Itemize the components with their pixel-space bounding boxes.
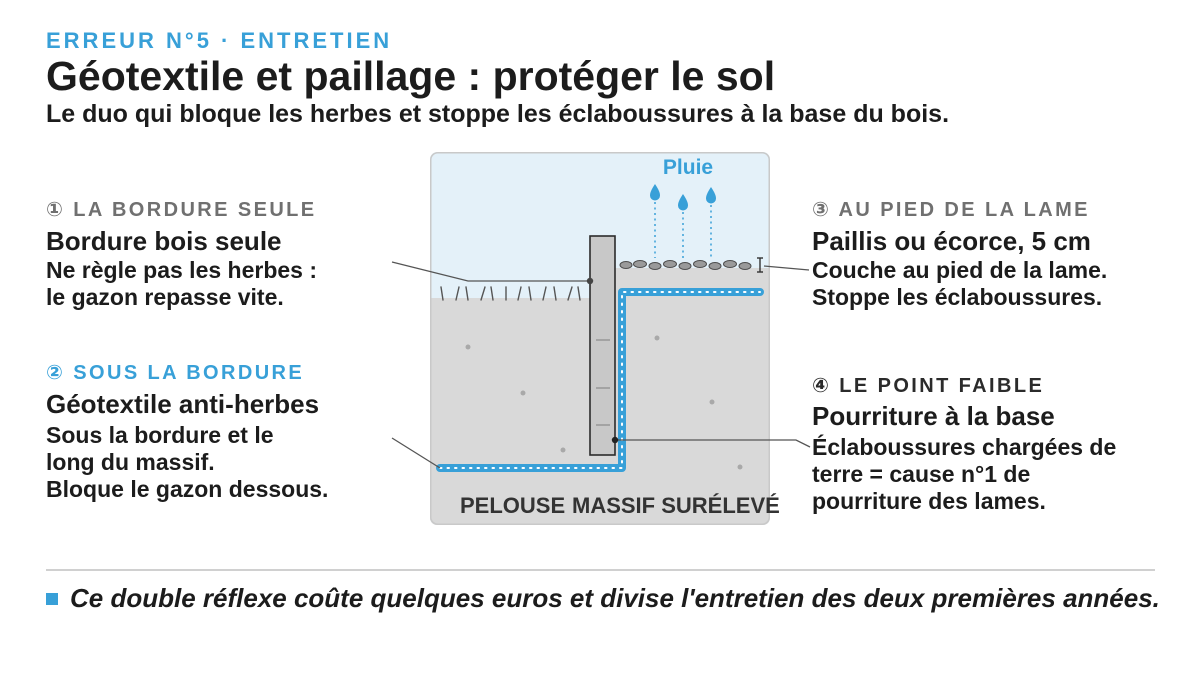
mulch-pebble [663,260,677,268]
grass-blade [542,286,547,301]
grass-blade [577,286,581,301]
soil-particle [737,464,743,470]
grass-blade [490,286,494,301]
soil-particle [520,390,526,396]
grass-blade [455,286,460,301]
raindrop-icon [678,194,688,211]
geotextile-dots [439,291,761,469]
callout-border-alone-text: Ne règle pas les herbes : le gazon repas… [46,257,317,311]
lawn-grass [440,286,581,301]
leader-lines [391,257,811,469]
leader-at-foot [763,265,810,271]
footer-divider [46,569,1155,571]
callout-line: Éclaboussures chargées de [812,434,1117,460]
page-title: Géotextile et paillage : protéger le sol [46,53,776,99]
callout-border-alone-heading: Bordure bois seule [46,226,282,256]
callout-line: Ne règle pas les herbes : [46,257,318,283]
geotextile-membrane [436,288,764,472]
leader-border-alone [391,261,590,282]
mulch-pebble [619,261,633,269]
callout-line: Stoppe les éclaboussures. [812,284,1103,310]
callout-weak-point-label: ④ LE POINT FAIBLE [812,375,1045,397]
leader-weak-point [615,439,811,448]
raised-bed-label: MASSIF SURÉLEVÉ [572,493,780,518]
soil-particles [465,335,743,470]
soil-particle [654,335,660,341]
footer-note: Ce double réflexe coûte quelques euros e… [70,583,1160,613]
soil-particle [560,447,566,453]
grass-blade [480,286,486,301]
callout-line: Couche au pied de la lame. [812,257,1108,283]
callout-line: Sous la bordure et le [46,422,274,448]
mulch-pebble [708,262,722,270]
mulch-layer [619,260,752,270]
mulch-pebble [678,262,692,270]
grass-blade [465,286,469,301]
soil-particle [465,344,471,350]
lawn-soil [430,298,615,525]
callout-line: Bloque le gazon dessous. [46,476,329,502]
grass-blade [440,286,444,301]
callout-at-foot-text: Couche au pied de la lame. Stoppe les éc… [812,257,1107,311]
leader-dot-border [586,277,594,285]
leader-under-border [391,437,441,469]
mulch-pebble [648,262,662,270]
callout-at-foot-heading: Paillis ou écorce, 5 cm [812,226,1091,256]
grass-blade [553,286,557,301]
page-subtitle: Le duo qui bloque les herbes et stoppe l… [46,100,950,128]
callout-under-border-text: Sous la bordure et le long du massif. Bl… [46,422,328,503]
soil-particle [709,399,715,405]
raised-bed-soil [615,268,770,525]
diagram-background [430,152,770,525]
border-board [589,235,616,456]
mulch-pebble [723,260,737,268]
grass-blade [517,286,522,301]
callout-weak-point-text: Éclaboussures chargées de terre = cause … [812,434,1116,515]
raindrop-icon [650,184,660,201]
mulch-pebble [738,262,752,270]
rain: Pluie [650,156,716,258]
lawn-label: PELOUSE [460,493,565,518]
square-bullet-icon [46,593,58,605]
callout-line: long du massif. [46,449,215,475]
callout-weak-point-heading: Pourriture à la base [812,401,1055,431]
callout-border-alone-label: ① LA BORDURE SEULE [46,199,317,221]
wooden-border-board [589,235,616,456]
callout-line: pourriture des lames. [812,488,1046,514]
grass-blade [567,286,573,301]
rain-label: Pluie [663,156,713,179]
callout-line: le gazon repasse vite. [46,284,284,310]
callout-under-border-label: ② SOUS LA BORDURE [46,362,305,384]
mulch-pebble [633,260,647,268]
diagram-frame [430,152,770,525]
leader-dot-weak-point [611,436,619,444]
callout-at-foot-label: ③ AU PIED DE LA LAME [812,199,1090,221]
mulch-pebble [693,260,707,268]
callout-under-border-heading: Géotextile anti-herbes [46,389,320,419]
raindrop-icon [706,187,716,204]
callout-line: terre = cause n°1 de [812,461,1031,487]
grass-blade [528,286,532,301]
section-kicker: ERREUR N°5 · ENTRETIEN [46,28,393,53]
